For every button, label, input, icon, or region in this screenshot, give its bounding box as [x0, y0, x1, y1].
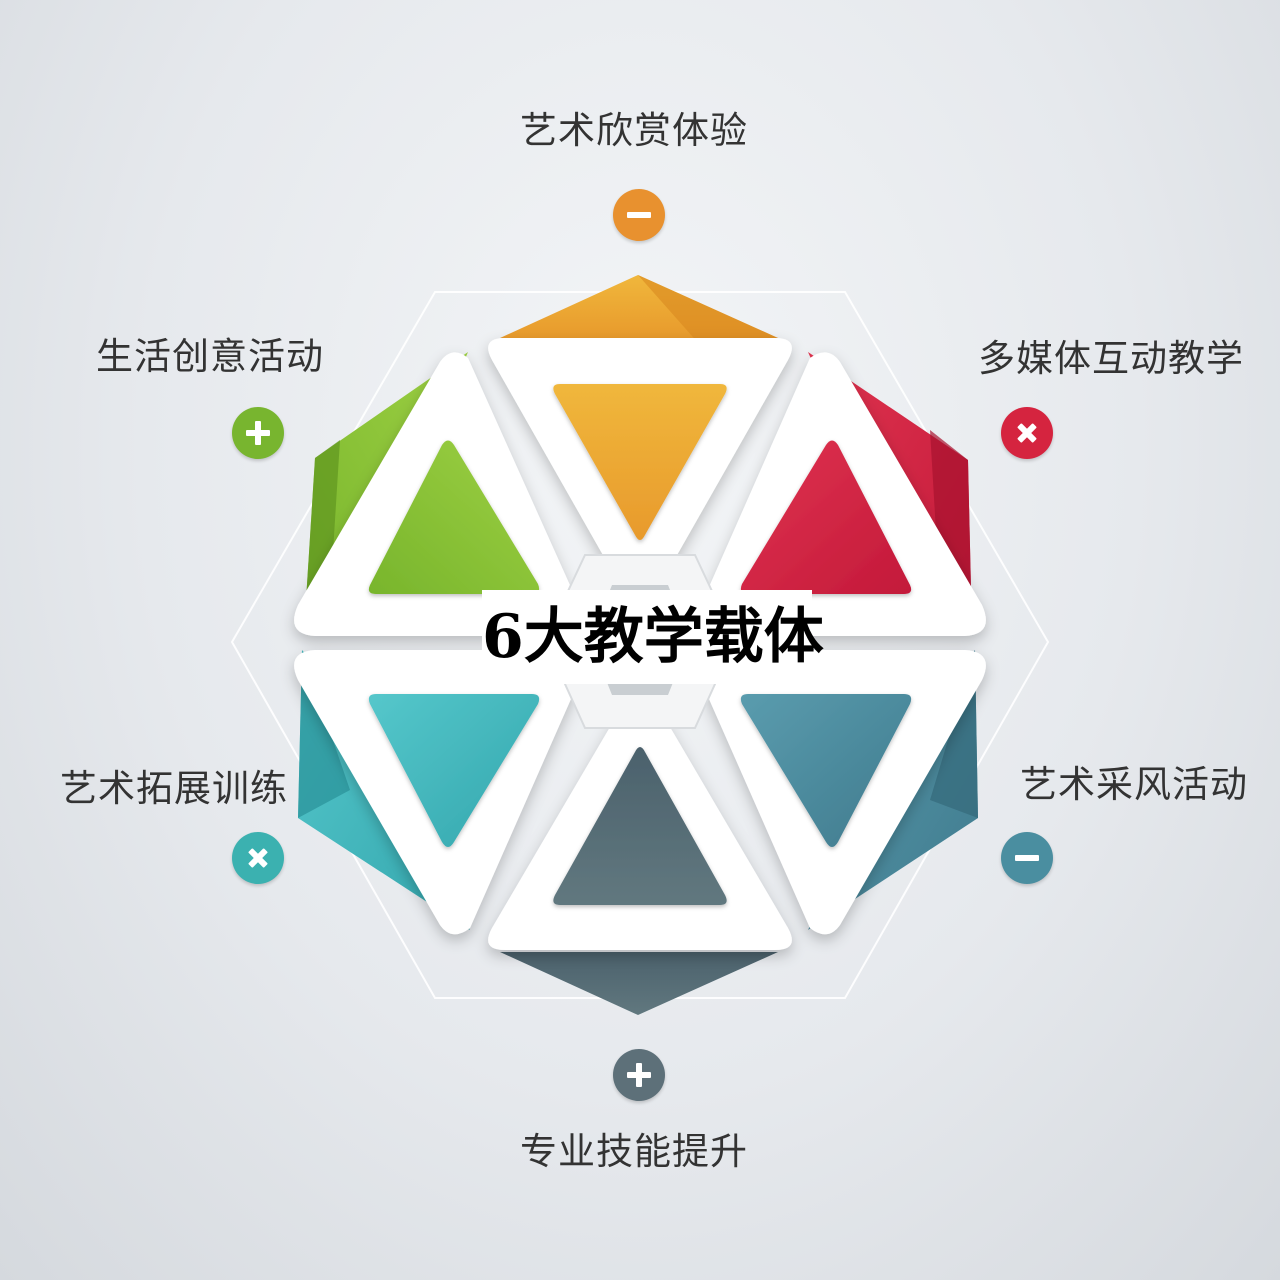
inner-upper-right — [740, 440, 912, 594]
inner-triangles — [368, 384, 912, 905]
inner-upper-left — [368, 440, 540, 594]
label-lower-left: 艺术拓展训练 — [60, 767, 288, 810]
label-lower-right: 艺术采风活动 — [1020, 763, 1248, 806]
outline-hexagon — [230, 291, 1050, 999]
wedge-top-shade — [638, 275, 778, 345]
center-title: 6大教学载体 — [482, 590, 824, 684]
inner-bottom — [553, 747, 727, 905]
plus-icon — [613, 1049, 665, 1101]
label-upper-right: 多媒体互动教学 — [978, 337, 1244, 380]
minus-icon — [1001, 832, 1053, 884]
label-top: 艺术欣赏体验 — [520, 109, 748, 152]
inner-top — [553, 384, 727, 540]
inner-lower-left — [368, 694, 540, 847]
inner-lower-right — [740, 694, 912, 847]
minus-icon — [613, 189, 665, 241]
label-bottom: 专业技能提升 — [520, 1130, 748, 1173]
wedge-bottom — [500, 952, 778, 1015]
plus-icon — [232, 407, 284, 459]
times-icon — [1001, 407, 1053, 459]
times-icon — [232, 832, 284, 884]
label-upper-left: 生活创意活动 — [96, 335, 324, 378]
